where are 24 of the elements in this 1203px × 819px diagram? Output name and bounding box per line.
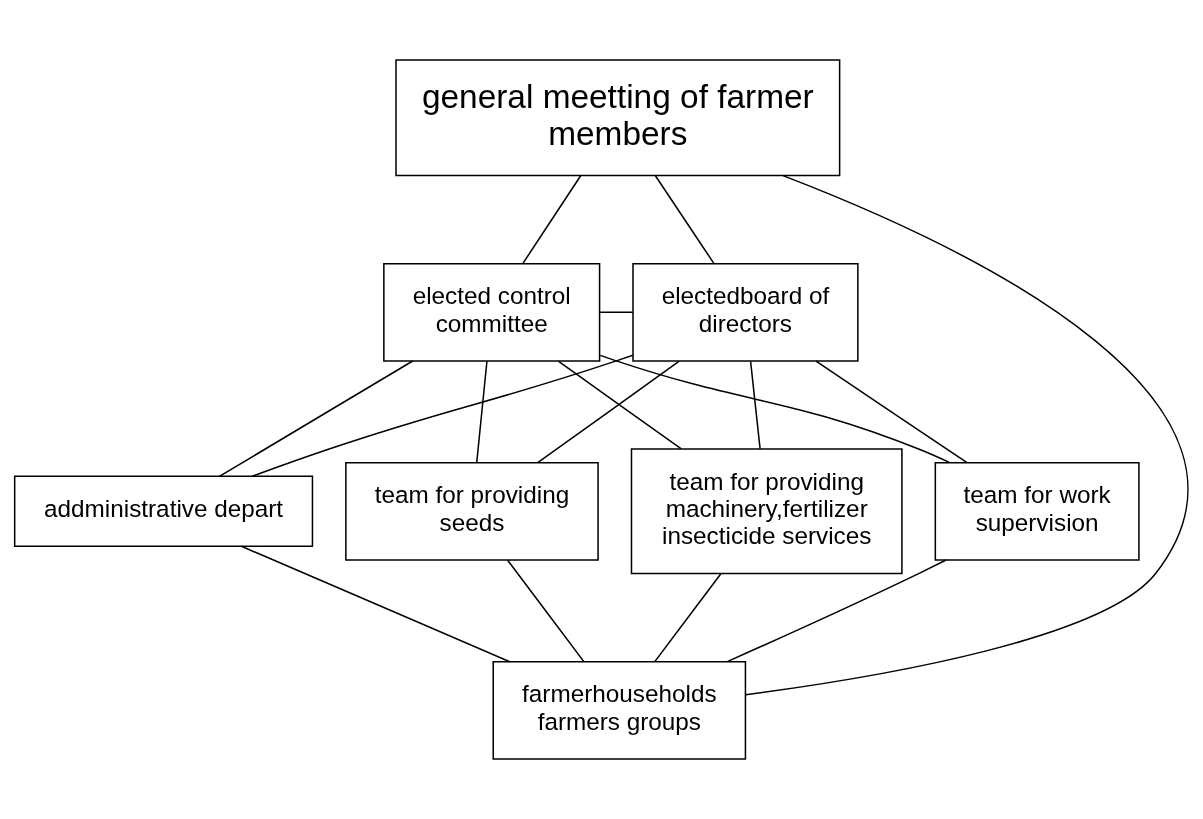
connector	[749, 360, 761, 450]
connector	[537, 360, 680, 464]
connector	[599, 311, 634, 314]
connector	[654, 573, 722, 663]
connector	[240, 545, 511, 663]
node-box: team for work supervision	[934, 461, 1140, 561]
connector	[522, 174, 582, 264]
connector	[745, 174, 1189, 696]
node-box: team for providing machinery,fertilizer insecticide services	[630, 448, 903, 575]
connector	[251, 354, 634, 477]
connector	[557, 360, 682, 450]
connector	[654, 174, 715, 264]
connector	[726, 559, 947, 663]
node-box: team for providing seeds	[345, 461, 599, 561]
connector	[506, 559, 585, 662]
node-box: addministrative depart	[13, 475, 314, 547]
node-box: general meetting of farmer members	[395, 59, 841, 177]
node-box: farmerhouseholds farmers groups	[492, 660, 747, 760]
connector	[599, 354, 951, 464]
connector	[476, 360, 488, 463]
connector	[219, 360, 414, 477]
node-box: electedboard of directors	[632, 262, 859, 362]
connector	[815, 360, 968, 464]
node-box: elected control committee	[383, 262, 601, 362]
